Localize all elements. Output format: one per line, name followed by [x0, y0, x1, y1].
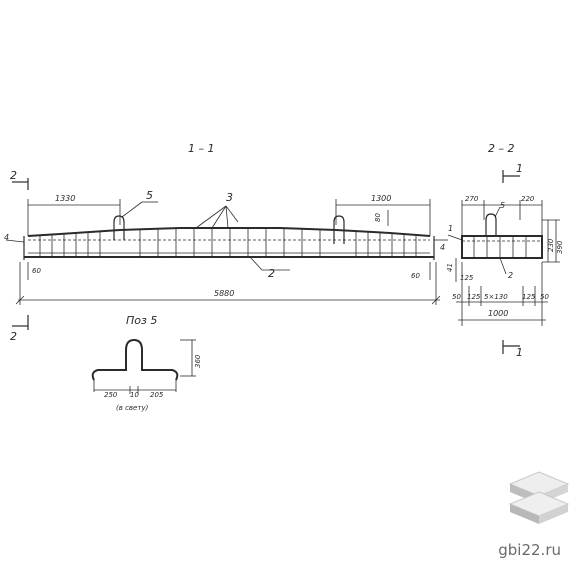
dim-height: 80	[374, 210, 389, 226]
svg-text:125: 125	[522, 293, 536, 301]
beam-elevation	[23, 215, 435, 260]
watermark-text: gbi22.ru	[498, 541, 561, 559]
svg-text:230: 230	[547, 238, 555, 252]
svg-text:60: 60	[411, 272, 420, 280]
svg-text:220: 220	[521, 195, 535, 203]
svg-text:250: 250	[104, 391, 118, 399]
dim-2-top: 270 220	[461, 195, 543, 236]
leader-pos-4: 4	[4, 233, 25, 243]
svg-text:41: 41	[446, 263, 454, 272]
lifting-loop-left	[113, 215, 125, 240]
svg-text:390: 390	[556, 240, 564, 254]
svg-text:2: 2	[268, 267, 275, 280]
svg-text:(в свету): (в свету)	[116, 404, 149, 412]
svg-text:80: 80	[374, 213, 382, 222]
dim-overall: 5880	[15, 262, 441, 305]
dim-2-bottom: 50 125 5×130 125 50 1000	[452, 262, 549, 326]
svg-text:50: 50	[452, 293, 461, 301]
svg-text:3: 3	[226, 191, 233, 204]
leader-pos-1-right: 4	[434, 239, 448, 252]
svg-text:5×130: 5×130	[484, 293, 508, 301]
pos5-loop-detail: 250 10 205 360 (в свету)	[91, 338, 202, 412]
stacked-slabs-logo	[508, 471, 570, 524]
dim-left-top: 1330	[27, 194, 121, 236]
section-2-title: 2 – 2	[488, 142, 515, 155]
cut-mark-1-bottom: 1	[502, 340, 523, 359]
dim-right-end: 60	[411, 262, 431, 280]
leader-2-pos-1: 1	[447, 224, 463, 241]
svg-text:2: 2	[10, 169, 17, 182]
cross-section	[461, 213, 543, 259]
leader-2-pos-2: 2	[499, 257, 513, 280]
svg-text:1300: 1300	[371, 194, 391, 203]
svg-text:5: 5	[146, 189, 153, 202]
svg-text:4: 4	[4, 233, 9, 242]
dim-right-top: 1300	[335, 194, 431, 236]
svg-text:1: 1	[516, 162, 523, 175]
cut-mark-2-bottom: 2	[10, 315, 29, 343]
dim-left-end: 60	[27, 262, 41, 280]
leader-pos-5: 5	[121, 189, 158, 218]
pos5-title: Поз 5	[126, 314, 157, 327]
cut-mark-1-top: 1	[502, 162, 523, 183]
svg-text:125: 125	[460, 274, 474, 282]
svg-text:5: 5	[500, 201, 505, 210]
svg-text:60: 60	[32, 267, 41, 275]
leader-2-pos-5: 5	[494, 201, 505, 218]
svg-text:50: 50	[540, 293, 549, 301]
svg-text:205: 205	[150, 391, 164, 399]
lifting-loop-right	[333, 215, 345, 244]
section-1-title: 1 – 1	[188, 142, 215, 155]
leader-pos-2: 2	[249, 256, 290, 280]
svg-text:125: 125	[467, 293, 481, 301]
dim-2-side: 41 125	[446, 258, 474, 282]
cut-mark-2-top: 2	[10, 169, 29, 190]
svg-text:1: 1	[516, 346, 523, 359]
beam-stirrups	[39, 228, 417, 257]
leader-pos-3: 3	[195, 191, 239, 229]
svg-text:4: 4	[440, 243, 445, 252]
svg-text:2: 2	[10, 330, 17, 343]
svg-text:1: 1	[448, 224, 453, 233]
svg-text:2: 2	[508, 271, 513, 280]
svg-text:1330: 1330	[55, 194, 75, 203]
svg-text:360: 360	[194, 354, 202, 368]
svg-text:10: 10	[130, 391, 139, 399]
svg-text:1000: 1000	[488, 309, 508, 318]
svg-text:270: 270	[465, 195, 479, 203]
cross-section-loop	[485, 213, 497, 236]
svg-text:5880: 5880	[214, 289, 234, 298]
dim-2-height: 230 390	[542, 219, 564, 263]
